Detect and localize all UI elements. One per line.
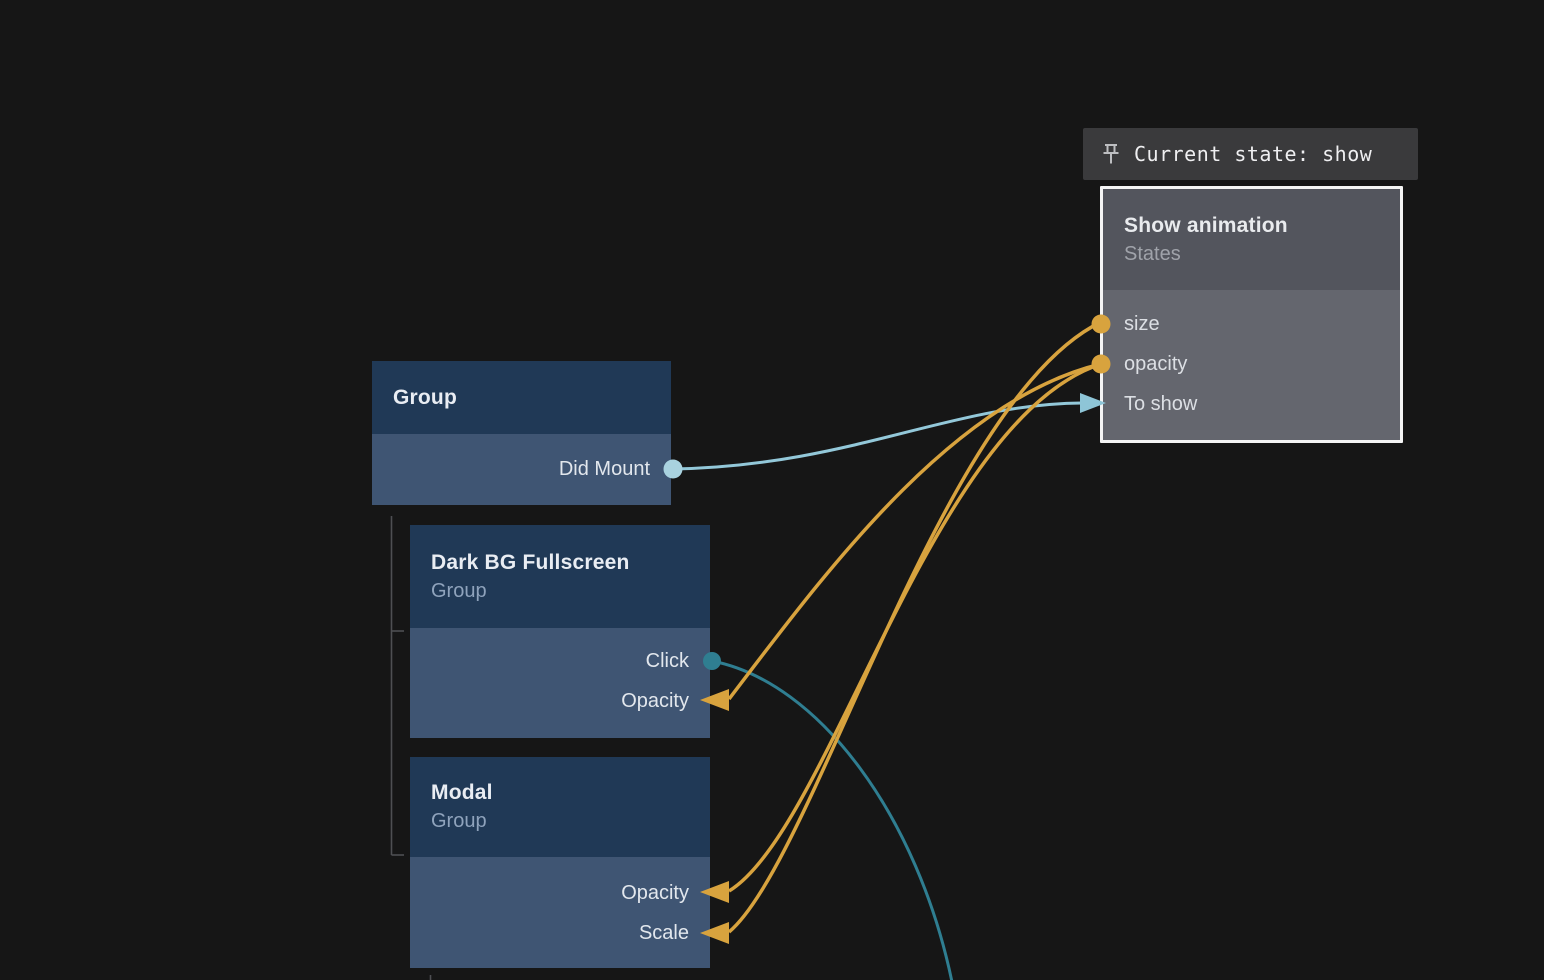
node-show-animation-header[interactable]: Show animation States	[1103, 189, 1400, 290]
node-title: Show animation	[1124, 213, 1288, 237]
port-label: Did Mount	[558, 458, 650, 480]
node-modal-header[interactable]: Modal Group	[410, 757, 710, 857]
port-row-opacity[interactable]: Opacity	[410, 873, 710, 913]
node-dark-bg-body: Click Opacity	[410, 628, 710, 738]
node-group-header[interactable]: Group	[372, 361, 671, 434]
port-label: size	[1124, 312, 1160, 335]
port-row-click[interactable]: Click	[410, 641, 710, 681]
port-row-scale[interactable]: Scale	[410, 913, 710, 953]
current-state-text: Current state: show	[1134, 142, 1373, 166]
pin-icon	[1103, 144, 1119, 164]
wire-size-to-modal-scale[interactable]	[727, 320, 1102, 934]
port-label: opacity	[1124, 352, 1188, 375]
node-title: Dark BG Fullscreen	[431, 550, 630, 574]
node-group-body: Did Mount	[372, 434, 671, 505]
node-dark-bg-fullscreen[interactable]: Dark BG Fullscreen Group Click Opacity	[410, 525, 710, 738]
port-row-size[interactable]: size	[1103, 304, 1400, 344]
port-row-did-mount[interactable]: Did Mount	[372, 450, 671, 490]
wire-did-mount-to-show[interactable]	[672, 401, 1083, 471]
node-subtitle: Group	[431, 810, 487, 832]
port-row-opacity[interactable]: Opacity	[410, 681, 710, 721]
port-label: Click	[645, 649, 689, 672]
wire-opacity-to-darkbg-opacity[interactable]	[727, 362, 1102, 701]
port-row-opacity[interactable]: opacity	[1103, 344, 1400, 384]
node-show-animation-body: size opacity To show	[1103, 290, 1400, 440]
node-modal-body: Opacity Scale	[410, 857, 710, 968]
node-dark-bg-header[interactable]: Dark BG Fullscreen Group	[410, 525, 710, 628]
wire-click-offscreen[interactable]	[711, 659, 954, 980]
node-subtitle: Group	[431, 579, 487, 602]
node-title: Group	[393, 385, 457, 409]
node-show-animation[interactable]: Show animation States size opacity To sh…	[1100, 186, 1403, 443]
wire-opacity-to-modal-opacity[interactable]	[728, 362, 1102, 893]
port-label: Opacity	[621, 689, 689, 712]
port-label: To show	[1124, 392, 1198, 415]
node-subtitle: States	[1124, 242, 1181, 265]
node-title: Modal	[431, 781, 493, 804]
port-row-to-show[interactable]: To show	[1103, 384, 1400, 424]
current-state-pill[interactable]: Current state: show	[1083, 128, 1418, 180]
port-label: Scale	[638, 921, 689, 944]
node-modal[interactable]: Modal Group Opacity Scale	[410, 757, 710, 968]
node-group[interactable]: Group Did Mount	[372, 361, 671, 505]
port-label: Opacity	[621, 881, 689, 904]
